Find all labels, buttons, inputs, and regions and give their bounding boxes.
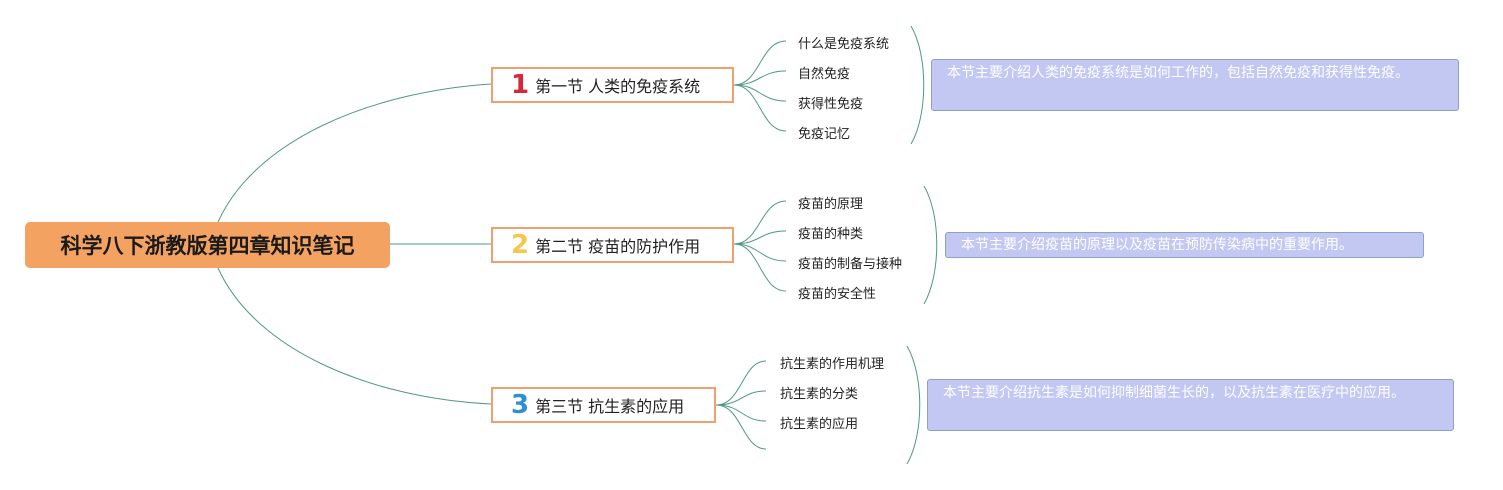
- topic-1-2[interactable]: 自然免疫: [798, 67, 851, 82]
- topic-link-3-1: [715, 360, 767, 406]
- summary-note-2[interactable]: 本节主要介绍疫苗的原理以及疫苗在预防传染病中的重要作用。: [945, 232, 1424, 258]
- root-link-3: [217, 267, 492, 405]
- topic-link-2-3: [733, 243, 787, 262]
- number-2-icon: 2: [511, 230, 530, 260]
- summary-note-1[interactable]: 本节主要介绍人类的免疫系统是如何工作的，包括自然免疫和获得性免疫。: [931, 59, 1459, 111]
- topic-3-1[interactable]: 抗生素的作用机理: [780, 357, 885, 372]
- number-1-icon: 1: [511, 70, 530, 100]
- topic-link-2-2: [733, 230, 787, 245]
- topic-link-1-2: [733, 70, 787, 86]
- topic-2-1[interactable]: 疫苗的原理: [798, 197, 864, 212]
- summary-bracket-1: [910, 25, 925, 145]
- topic-link-2-1: [733, 200, 787, 245]
- number-3-icon: 3: [511, 390, 530, 420]
- topic-link-3-2: [715, 390, 767, 406]
- topic-3-3[interactable]: 抗生素的应用: [780, 417, 859, 432]
- section-2-title: 第二节 疫苗的防护作用: [535, 237, 701, 256]
- section-2-node[interactable]: 2 第二节 疫苗的防护作用: [491, 227, 734, 263]
- section-3-title: 第三节 抗生素的应用: [535, 397, 685, 416]
- root-link-1: [217, 83, 492, 223]
- topic-link-1-3: [733, 84, 787, 102]
- topic-1-3[interactable]: 获得性免疫: [798, 97, 864, 112]
- topic-link-1-1: [733, 40, 787, 86]
- topic-link-2-4: [733, 243, 787, 292]
- topic-2-2[interactable]: 疫苗的种类: [798, 227, 864, 242]
- summary-bracket-3: [906, 345, 921, 465]
- section-1-node[interactable]: 1 第一节 人类的免疫系统: [491, 67, 734, 103]
- section-1-title: 第一节 人类的免疫系统: [535, 77, 701, 96]
- topic-link-3-4: [715, 404, 767, 450]
- topic-2-3[interactable]: 疫苗的制备与接种: [798, 257, 903, 272]
- topic-link-3-3: [715, 404, 767, 422]
- topic-2-4[interactable]: 疫苗的安全性: [798, 287, 877, 302]
- topic-link-1-4: [733, 84, 787, 132]
- topic-3-2[interactable]: 抗生素的分类: [780, 387, 859, 402]
- section-3-node[interactable]: 3 第三节 抗生素的应用: [491, 387, 716, 423]
- summary-note-3[interactable]: 本节主要介绍抗生素是如何抑制细菌生长的，以及抗生素在医疗中的应用。: [927, 379, 1454, 431]
- summary-bracket-2: [923, 185, 938, 305]
- topic-1-4[interactable]: 免疫记忆: [798, 127, 851, 142]
- topic-1-1[interactable]: 什么是免疫系统: [798, 37, 890, 52]
- root-topic[interactable]: 科学八下浙教版第四章知识笔记: [25, 222, 390, 268]
